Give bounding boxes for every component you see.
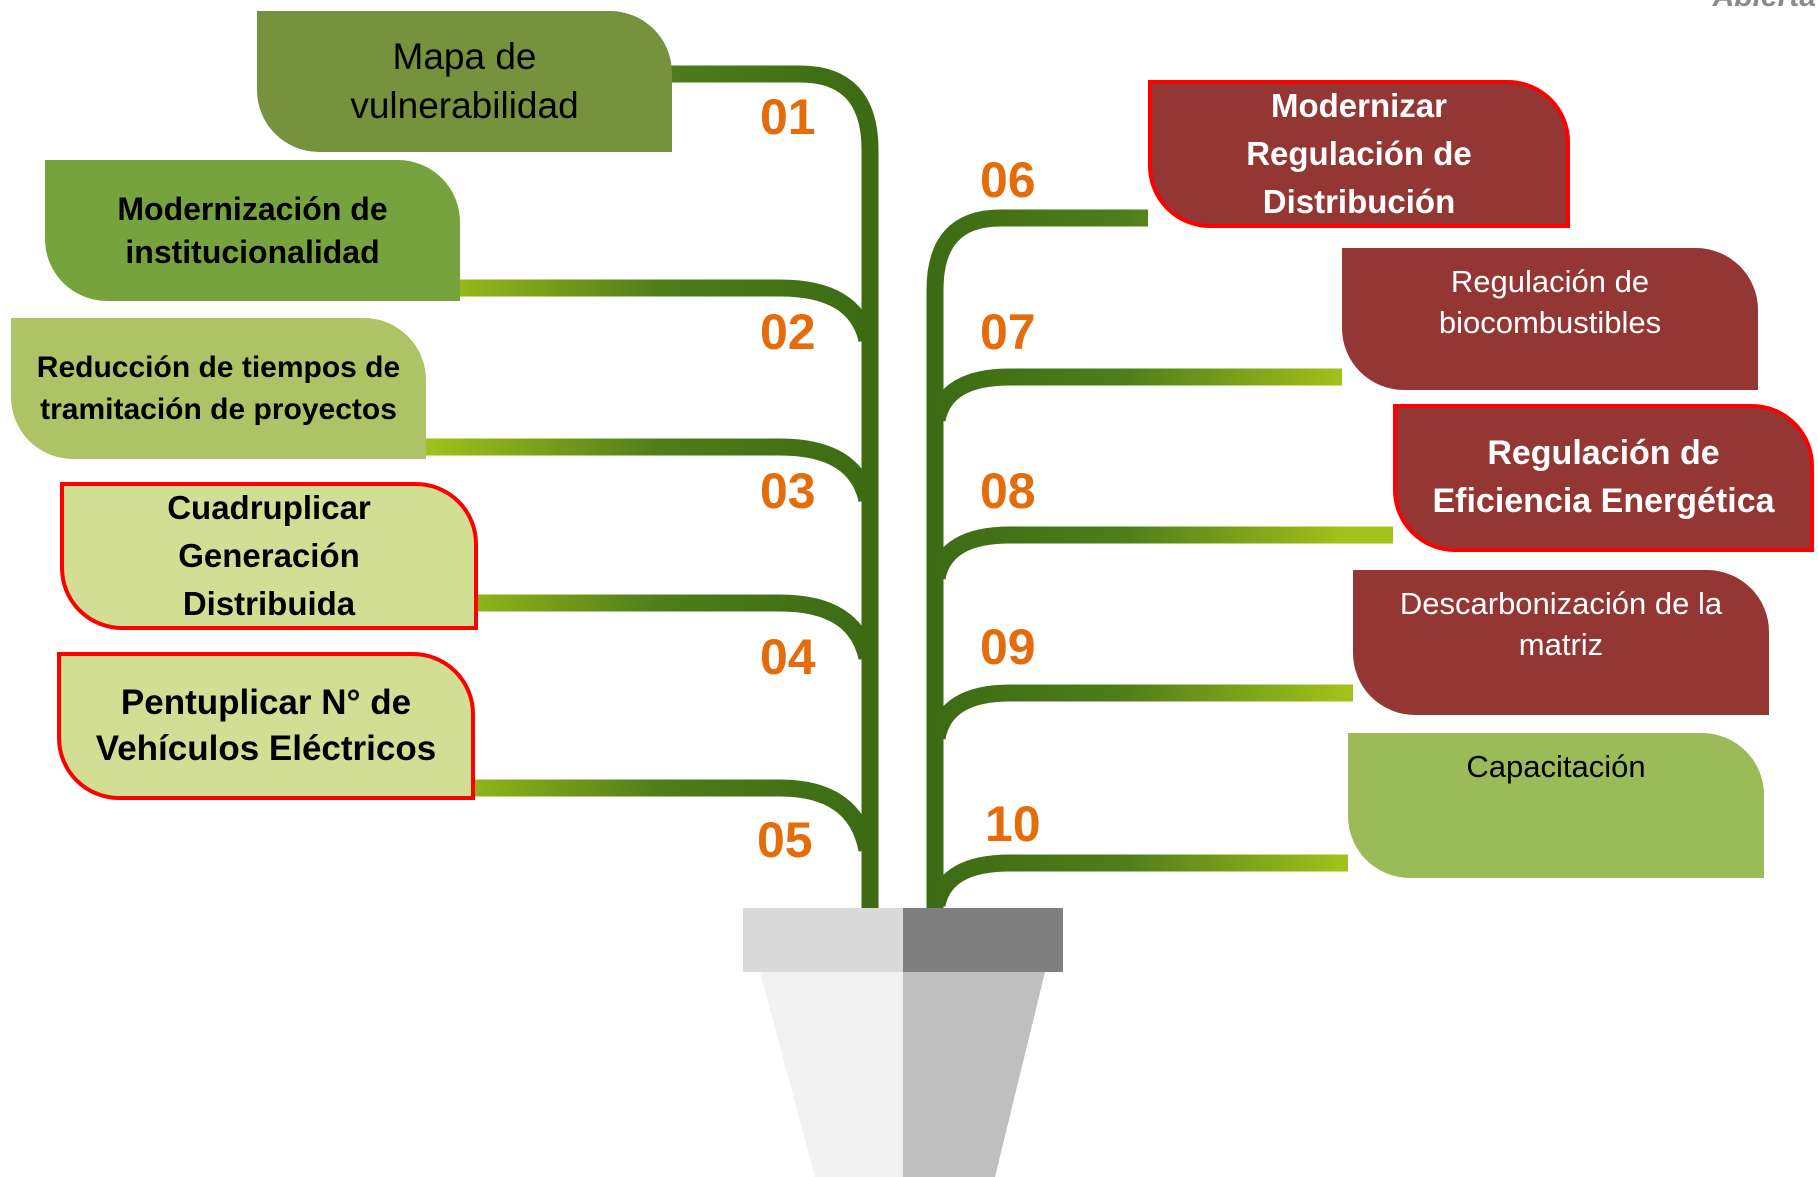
leaf-descarbonizacion-matriz: Descarbonización de la matriz xyxy=(1353,570,1769,715)
number-08: 08 xyxy=(980,463,1036,519)
leaf-reduccion-tiempos: Reducción de tiempos de tramitación de p… xyxy=(11,318,426,459)
number-02: 02 xyxy=(760,304,816,360)
number-01: 01 xyxy=(760,89,816,145)
leaf-label: Reducción de tiempos de tramitación de p… xyxy=(36,351,401,426)
leaf-label: Cuadruplicar Generación Distribuida xyxy=(167,489,371,622)
pot-body-right xyxy=(903,972,1045,1177)
number-04: 04 xyxy=(760,629,816,685)
leaf-pentuplicar-vehiculos: Pentuplicar N° de Vehículos Eléctricos xyxy=(57,652,475,800)
leaf-regulacion-eficiencia-energetica: Regulación de Eficiencia Energética xyxy=(1393,404,1814,552)
number-10: 10 xyxy=(985,796,1041,852)
right-branches xyxy=(926,209,1393,915)
leaf-label: Modernizar Regulación de Distribución xyxy=(1246,87,1472,220)
leaf-label: Mapa de vulnerabilidad xyxy=(350,35,579,126)
branch-01 xyxy=(670,65,879,915)
pot-body-left xyxy=(760,972,903,1177)
branch-10 xyxy=(928,854,1348,908)
left-branches xyxy=(425,65,879,915)
leaf-label: Regulación de biocombustibles xyxy=(1438,264,1662,340)
pot-rim-right xyxy=(903,908,1063,972)
leaf-label: Regulación de Eficiencia Energética xyxy=(1432,434,1775,520)
branch-09 xyxy=(928,684,1353,740)
leaf-modernizar-regulacion-distribucion: Modernizar Regulación de Distribución xyxy=(1148,80,1570,228)
leaf-modernizacion-institucionalidad: Modernización de institucionalidad xyxy=(45,160,460,301)
leaf-cuadruplicar-generacion: Cuadruplicar Generación Distribuida xyxy=(60,482,478,630)
leaf-label: Capacitación xyxy=(1466,749,1646,784)
branch-05 xyxy=(475,779,876,852)
leaf-label: Descarbonización de la matriz xyxy=(1399,586,1723,662)
leaf-regulacion-biocombustibles: Regulación de biocombustibles xyxy=(1342,248,1758,390)
corner-label: Abierta xyxy=(1713,0,1816,14)
leaf-label: Modernización de institucionalidad xyxy=(117,191,388,270)
number-03: 03 xyxy=(760,463,816,519)
branch-04 xyxy=(478,594,876,661)
flower-pot xyxy=(743,908,1063,1177)
leaf-mapa-de-vulnerabilidad: Mapa de vulnerabilidad xyxy=(257,11,672,152)
leaf-label: Pentuplicar N° de Vehículos Eléctricos xyxy=(95,682,437,768)
branch-02 xyxy=(460,279,876,343)
number-07: 07 xyxy=(980,304,1036,360)
leaf-capacitacion: Capacitación xyxy=(1348,733,1764,878)
branch-03 xyxy=(425,438,876,503)
branch-08 xyxy=(928,526,1393,581)
number-06: 06 xyxy=(980,152,1036,208)
pot-rim-left xyxy=(743,908,903,972)
branch-07 xyxy=(928,368,1342,423)
number-09: 09 xyxy=(980,619,1036,675)
number-05: 05 xyxy=(757,812,813,868)
branch-06 xyxy=(926,209,1148,915)
